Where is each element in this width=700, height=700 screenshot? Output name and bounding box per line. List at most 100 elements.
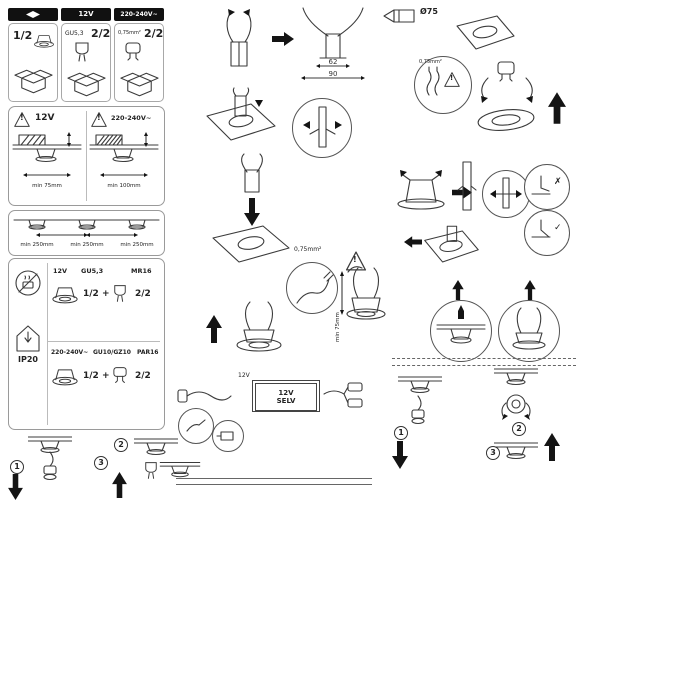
ceiling-clearance-drawing (89, 132, 159, 177)
warning-mark: ! (450, 74, 454, 82)
drill-bit-icon (383, 9, 415, 23)
package3-body: 0,75mm² 2/2 (114, 23, 164, 102)
clip-post-drawing (457, 161, 477, 211)
hanging-lamp-icon (411, 395, 425, 425)
warning-mark: ! (20, 113, 24, 122)
package-panel-part1: 1/2 (8, 8, 58, 102)
package3-header: 220-240V~ (114, 8, 164, 21)
ceiling-clearance-drawing (12, 132, 82, 177)
down-arrow-icon (8, 474, 23, 500)
dashed-separator (392, 365, 576, 366)
step-fraction: 2/2 (144, 27, 164, 40)
step-number-label: 2 (516, 424, 522, 433)
clip-wrong-drawing (531, 175, 551, 195)
tile-with-hole-drawing (456, 15, 515, 50)
spacing-dim: min 250mm (70, 242, 104, 248)
g2-plus: + (102, 371, 110, 381)
g1-plus: + (102, 289, 110, 299)
transformer-line1: 12V (278, 388, 294, 397)
step-fraction: 1/2 (13, 29, 33, 42)
spacing-dim: min 250mm (20, 242, 54, 248)
hanging-lamp-icon (43, 451, 57, 481)
fixture-ring-icon (52, 369, 78, 386)
voltage-label: 220-240V~ (111, 114, 152, 122)
cable-gauge-label: 0,75mm² (294, 246, 322, 253)
hole-diameter-label: Ø75 (420, 7, 438, 16)
relamp-step-insert: 2 3 (86, 430, 204, 502)
separator-line (176, 478, 372, 479)
mains-cable-drawing (177, 389, 232, 403)
cable-strip-drawing (296, 271, 334, 304)
spacing-drawing (13, 219, 160, 237)
up-arrow-icon (452, 280, 464, 300)
package-panel-12v: 12V GU5,3 2/2 (61, 8, 111, 102)
no-steam-icon (15, 270, 41, 296)
tile-with-bracket-drawing (424, 225, 479, 263)
clip-detail-drawing (303, 106, 342, 148)
step-number-2: 2 (114, 438, 128, 452)
ceiling-fixture-icon (397, 376, 443, 394)
relamp-remove-group: 1 (392, 368, 452, 478)
package1-body: 1/2 (8, 23, 58, 102)
g2-step2: 2/2 (135, 371, 151, 381)
transformer-label: 12V SELV (255, 383, 317, 411)
lamp-twist-icon (501, 394, 531, 420)
clip-wrong-detail-circle: ✗ (524, 164, 570, 210)
clip-detail-circle (292, 98, 352, 158)
spacing-panel: min 250mm min 250mm min 250mm (8, 210, 165, 256)
package1-header (8, 8, 58, 21)
spring-fixture-detail-circle (498, 300, 560, 362)
relamp-step-remove: 1 (8, 430, 80, 502)
step-number-3: 3 (486, 446, 500, 460)
g1-step1: 1/2 (83, 289, 99, 299)
cable-pair-drawing (426, 66, 440, 96)
package2-header: 12V (61, 8, 111, 21)
fixture-side-clips-drawing (397, 170, 445, 210)
up-arrow-icon (112, 472, 127, 498)
package3-header-label: 220-240V~ (120, 11, 158, 18)
package-panel-230v: 220-240V~ 0,75mm² 2/2 (114, 8, 164, 102)
step-number-label: 3 (490, 448, 496, 457)
output-cable-drawing (323, 382, 363, 408)
fixture-ring-icon (52, 287, 78, 304)
spring-bracket-open-drawing: 62 90 (301, 7, 365, 80)
right-arrow-icon (272, 32, 294, 46)
clearance-panel: ! 12V min 75mm ! 220-240V~ min 100mm (8, 106, 165, 206)
step-number-label: 2 (118, 440, 124, 449)
bracket-outer-dim: 90 (329, 70, 338, 78)
cable-strip-detail-circle (286, 262, 338, 314)
transformer-box: 12V SELV (252, 380, 320, 412)
clip-move-drawing (490, 177, 522, 209)
ceiling-fixture-icon (493, 368, 539, 386)
spacing-dim: min 250mm (120, 242, 154, 248)
separator-line (176, 484, 372, 485)
up-arrow-icon (206, 315, 222, 343)
clip-right-detail-circle: ✓ (524, 210, 570, 256)
down-arrow-icon (392, 441, 408, 469)
tile-with-bracket-drawing (206, 87, 276, 141)
spring-bracket-closed-drawing (226, 9, 252, 67)
g2-step1: 1/2 (83, 371, 99, 381)
up-arrow-icon (544, 433, 560, 461)
step-number-label: 3 (98, 458, 104, 467)
step-number-2: 2 (512, 422, 526, 436)
g1-step2: 2/2 (135, 289, 151, 299)
g1-lamp-type: MR16 (131, 267, 152, 275)
g2-lamp-type: PAR16 (137, 349, 159, 356)
lamp-table-panel: IP20 12V GU5,3 MR16 1/2 + 2/2 220-240V~ … (8, 258, 165, 430)
step-number-1: 1 (10, 460, 24, 474)
mr16-lamp-icon (75, 42, 89, 62)
terminal-detail-circle (212, 420, 244, 452)
g1-socket: GU5,3 (81, 267, 104, 275)
step-number-1: 1 (394, 426, 408, 440)
dashed-separator (392, 358, 576, 359)
warning-mark: ! (353, 255, 357, 264)
warning-mark: ! (97, 113, 101, 122)
box-icon (26, 11, 40, 18)
lamp-socket-label: GU5,3 (65, 30, 84, 37)
clearance-dim: min 100mm (107, 183, 141, 189)
ceiling-fixture-icon (133, 438, 179, 456)
indoor-house-icon (16, 325, 40, 352)
package2-body: GU5,3 2/2 (61, 23, 111, 102)
clip-move-detail-circle (482, 170, 530, 218)
